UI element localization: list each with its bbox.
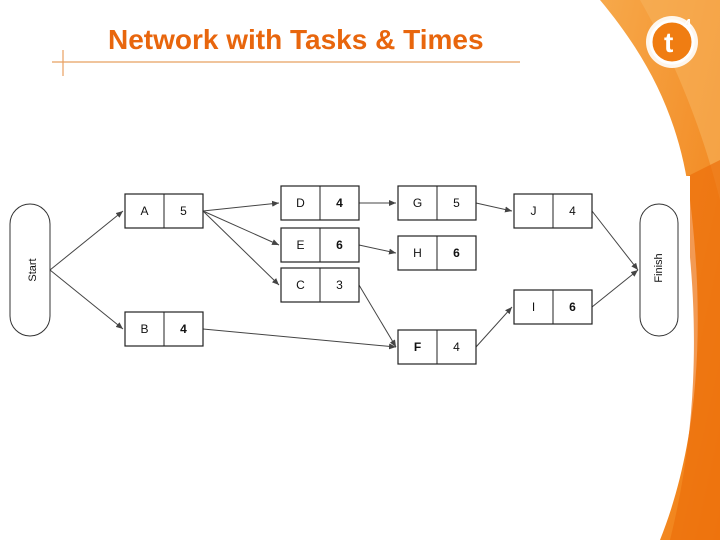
link-f-i	[475, 306, 513, 348]
link-a-e	[202, 210, 280, 246]
link-a-c	[202, 210, 280, 286]
task-duration: 6	[453, 246, 460, 260]
logo-superscript: 4	[684, 16, 692, 31]
link-start-b	[49, 269, 124, 330]
task-duration: 5	[180, 204, 187, 218]
task-duration: 4	[180, 322, 187, 336]
finish-label: Finish	[653, 253, 665, 282]
task-name: I	[532, 300, 535, 314]
task-duration: 4	[453, 340, 460, 354]
task-name: F	[414, 340, 421, 354]
task-name: B	[140, 322, 148, 336]
link-c-f	[358, 284, 397, 348]
task-name: A	[140, 204, 148, 218]
task-name: H	[413, 246, 422, 260]
task-duration: 5	[453, 196, 460, 210]
task-duration: 6	[569, 300, 576, 314]
task-duration: 3	[336, 278, 343, 292]
logo-letter: t	[664, 27, 673, 58]
link-start-a	[49, 210, 124, 271]
start-node: Start	[9, 203, 51, 337]
task-name: D	[296, 196, 305, 210]
task-name: G	[413, 196, 422, 210]
task-duration: 4	[569, 204, 576, 218]
slide-title: Network with Tasks & Times	[108, 24, 484, 55]
link-a-d	[202, 200, 280, 212]
task-duration: 4	[336, 196, 343, 210]
orange-side-band	[600, 0, 720, 540]
link-g-j	[475, 202, 513, 213]
orange-side-highlight	[640, 0, 720, 200]
link-i-finish	[591, 269, 639, 308]
link-b-f	[202, 328, 397, 350]
orange-side-sweep	[670, 160, 720, 540]
link-e-h	[358, 244, 397, 255]
t4-logo	[646, 16, 698, 68]
task-duration: 6	[336, 238, 343, 252]
task-name: C	[296, 278, 305, 292]
task-name: E	[296, 238, 304, 252]
start-label: Start	[27, 258, 39, 281]
finish-node: Finish	[639, 203, 679, 337]
network-links	[49, 200, 639, 350]
task-name: J	[531, 204, 537, 218]
link-j-finish	[591, 210, 639, 271]
